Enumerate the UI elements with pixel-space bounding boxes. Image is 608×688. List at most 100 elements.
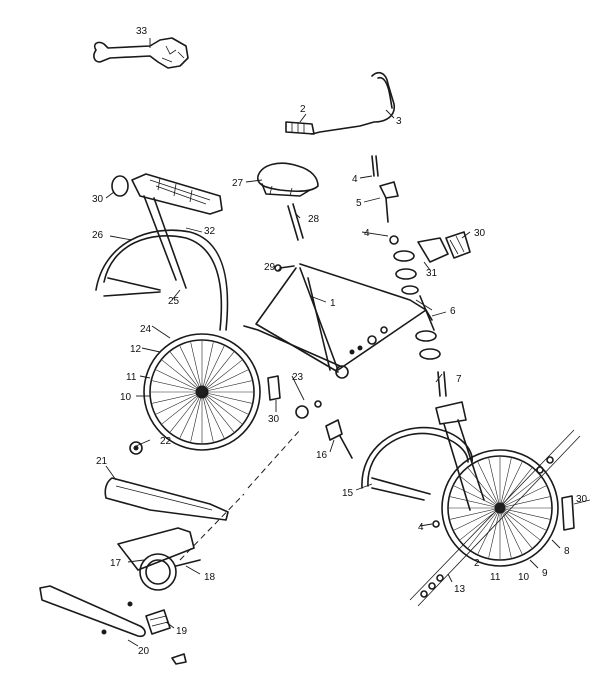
callout-30-bottom-bracket: 30: [268, 414, 280, 425]
wrench-icon: [93, 37, 189, 69]
crank-arm: [39, 585, 146, 638]
callout-25: 25: [168, 296, 180, 307]
leader-lines: [105, 38, 591, 647]
wheel-spoke: [499, 507, 550, 520]
wheel-spoke: [201, 391, 249, 415]
wheel-spoke: [190, 391, 203, 442]
wheel-spoke: [477, 507, 501, 555]
chainwheel-and-guard: [117, 527, 201, 591]
wheel-spoke: [169, 391, 203, 433]
front-fender: [361, 426, 473, 501]
callout-29: 29: [264, 262, 276, 273]
spoked-wheel-icon: [441, 449, 559, 567]
callout-18: 18: [204, 572, 216, 583]
wheel-spoke: [499, 475, 541, 509]
wheel-spoke: [201, 369, 249, 393]
callout-26: 26: [92, 230, 104, 241]
callout-31: 31: [426, 268, 438, 279]
handlebar-icon: [285, 71, 396, 135]
callout-2-axle: 2: [474, 558, 480, 569]
wheel-spoke: [201, 345, 225, 393]
wheel-spoke: [499, 507, 523, 555]
wheel-spoke: [152, 380, 203, 393]
callout-21: 21: [96, 456, 108, 467]
callout-labels: 33 2 3 27 4 5 4 30 32 28 30 26 29 31 25 …: [92, 26, 588, 657]
callout-3: 3: [396, 116, 402, 127]
wheel-spoke: [488, 507, 501, 558]
wheel-spoke: [499, 507, 547, 531]
callout-10-front: 10: [518, 572, 530, 583]
callout-28: 28: [308, 214, 320, 225]
wheel-spoke: [169, 351, 203, 393]
wheel-spoke: [179, 345, 203, 393]
callout-10-rear: 10: [120, 392, 132, 403]
wheel-spoke: [499, 496, 550, 509]
callout-30-top: 30: [92, 194, 104, 205]
callout-1: 1: [330, 298, 336, 309]
spoked-wheel-icon: [143, 333, 261, 451]
callout-8: 8: [564, 546, 570, 557]
callout-15: 15: [342, 488, 354, 499]
wheel-spoke: [477, 461, 501, 509]
bicycle-frame-icon: [243, 263, 435, 379]
callout-33: 33: [136, 26, 148, 37]
wheel-spoke: [459, 475, 501, 509]
wheel-spoke: [453, 485, 501, 509]
wheel-spoke: [201, 391, 214, 442]
wheel-spoke: [179, 391, 203, 439]
wheel-spoke: [201, 391, 235, 433]
pedal: [145, 609, 171, 635]
callout-11-rear: 11: [126, 372, 137, 383]
wheel-spoke: [499, 458, 512, 509]
wheel-spoke: [488, 458, 501, 509]
front-fork: [435, 371, 485, 511]
wheel-spoke: [450, 507, 501, 520]
callout-13: 13: [454, 584, 466, 595]
callout-22: 22: [160, 436, 172, 447]
callout-9: 9: [542, 568, 548, 579]
callout-5: 5: [356, 198, 362, 209]
wheel-spoke: [467, 467, 501, 509]
wheel-spoke: [152, 391, 203, 404]
saddle-icon: [257, 162, 319, 241]
bottom-bracket-parts: [267, 345, 363, 419]
wheel-spoke: [201, 391, 225, 439]
callout-11-front: 11: [490, 572, 501, 583]
chain: [104, 477, 229, 521]
callout-2-handlebar: 2: [300, 104, 306, 115]
callout-24: 24: [140, 324, 152, 335]
wheel-spoke: [499, 461, 523, 509]
wheel-spoke: [467, 507, 501, 549]
wheel-spoke: [201, 359, 243, 393]
wheel-spoke: [499, 507, 512, 558]
carrier-rack-icon: [111, 173, 223, 289]
callout-23: 23: [292, 372, 304, 383]
headset-stack: [371, 155, 441, 360]
callout-19: 19: [176, 626, 188, 637]
rear-fender: [95, 229, 229, 331]
wheel-spoke: [450, 496, 501, 509]
wheel-spoke: [190, 342, 203, 393]
wheel-spoke: [453, 507, 501, 531]
stem-clamp: [417, 231, 471, 263]
wheel-spoke: [201, 391, 252, 404]
wheel-spoke: [155, 391, 203, 415]
wheel-spoke: [201, 380, 252, 393]
wheel-spoke: [201, 342, 214, 393]
callout-7: 7: [456, 374, 462, 385]
kickstand: [325, 419, 353, 459]
front-axle-parts: [409, 429, 581, 607]
wheel-spoke: [201, 351, 235, 393]
callout-6: 6: [450, 306, 456, 317]
callout-16: 16: [316, 450, 328, 461]
wheel-spoke: [155, 369, 203, 393]
callout-4-mid: 4: [364, 228, 370, 239]
callout-4-top: 4: [352, 174, 358, 185]
wheel-spoke: [499, 485, 547, 509]
callout-27: 27: [232, 178, 244, 189]
seat-bolt: [274, 264, 295, 272]
callout-12: 12: [130, 344, 142, 355]
callout-32: 32: [204, 226, 216, 237]
callout-30-right: 30: [474, 228, 486, 239]
